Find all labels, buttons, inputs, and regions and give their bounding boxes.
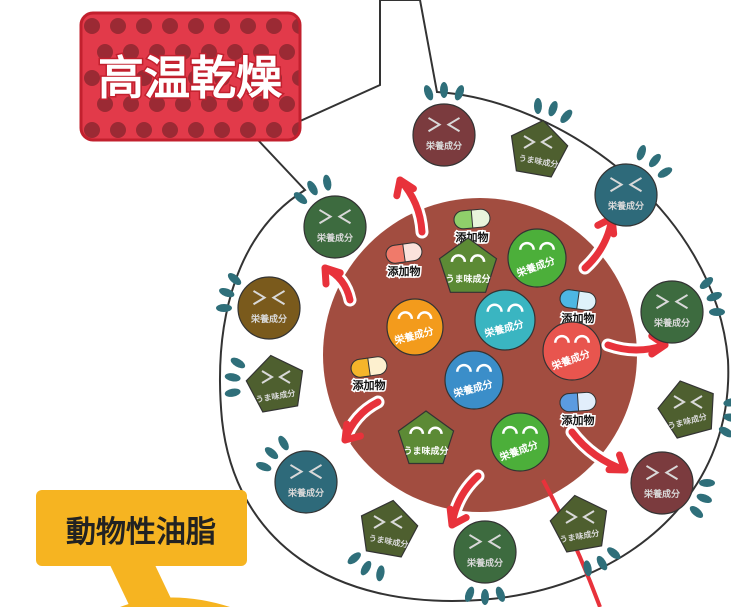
badge-dot bbox=[188, 122, 204, 138]
badge-dot bbox=[110, 122, 126, 138]
badge-dot bbox=[305, 44, 321, 60]
badge-dot bbox=[162, 18, 178, 34]
badge-dot bbox=[84, 122, 100, 138]
badge-dot bbox=[136, 18, 152, 34]
badge-dot bbox=[84, 18, 100, 34]
badge-dot bbox=[214, 18, 230, 34]
badge-dot bbox=[188, 18, 204, 34]
fat-label-text: 動物性油脂 bbox=[66, 515, 216, 550]
heat-badge-label: 高温乾燥 bbox=[98, 51, 283, 105]
badge-dot bbox=[136, 122, 152, 138]
badge-dot bbox=[110, 18, 126, 34]
badge-dot bbox=[240, 122, 256, 138]
badge-dot bbox=[214, 122, 230, 138]
badge-dot bbox=[266, 18, 282, 34]
badge-dot bbox=[162, 122, 178, 138]
badge-dot bbox=[240, 18, 256, 34]
badge-dot bbox=[305, 96, 321, 112]
badge-dot bbox=[266, 122, 282, 138]
